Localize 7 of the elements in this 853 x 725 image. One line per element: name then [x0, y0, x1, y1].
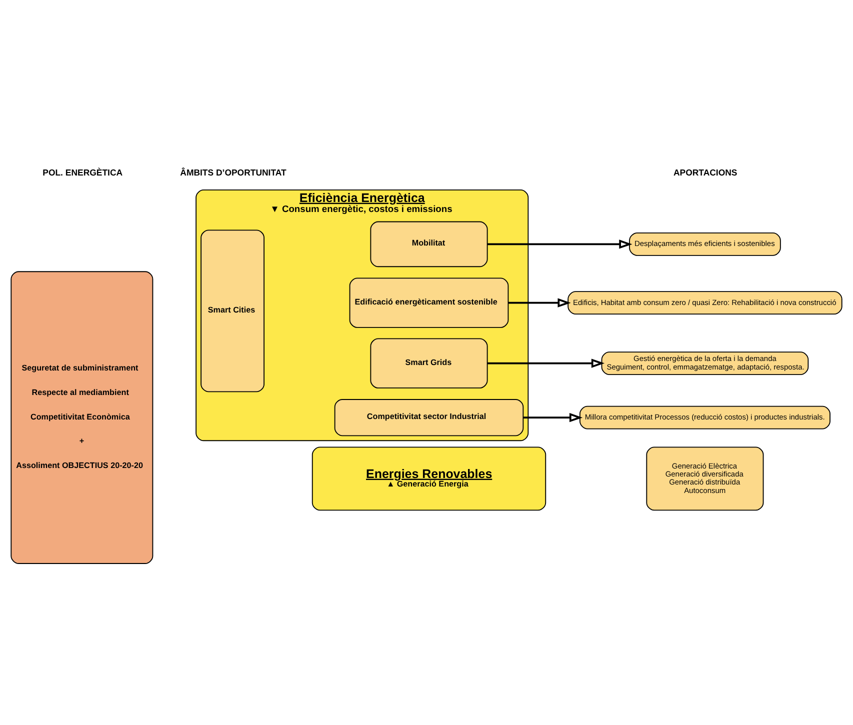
label: APORTACIONS — [673, 166, 738, 177]
arrow — [523, 412, 583, 422]
arrow — [508, 298, 571, 307]
label: POL. ENERGÈTICA — [42, 166, 123, 177]
arrow — [487, 239, 632, 248]
arrow — [487, 358, 605, 368]
label: ÂMBITS D’OPORTUNITAT — [180, 166, 286, 177]
